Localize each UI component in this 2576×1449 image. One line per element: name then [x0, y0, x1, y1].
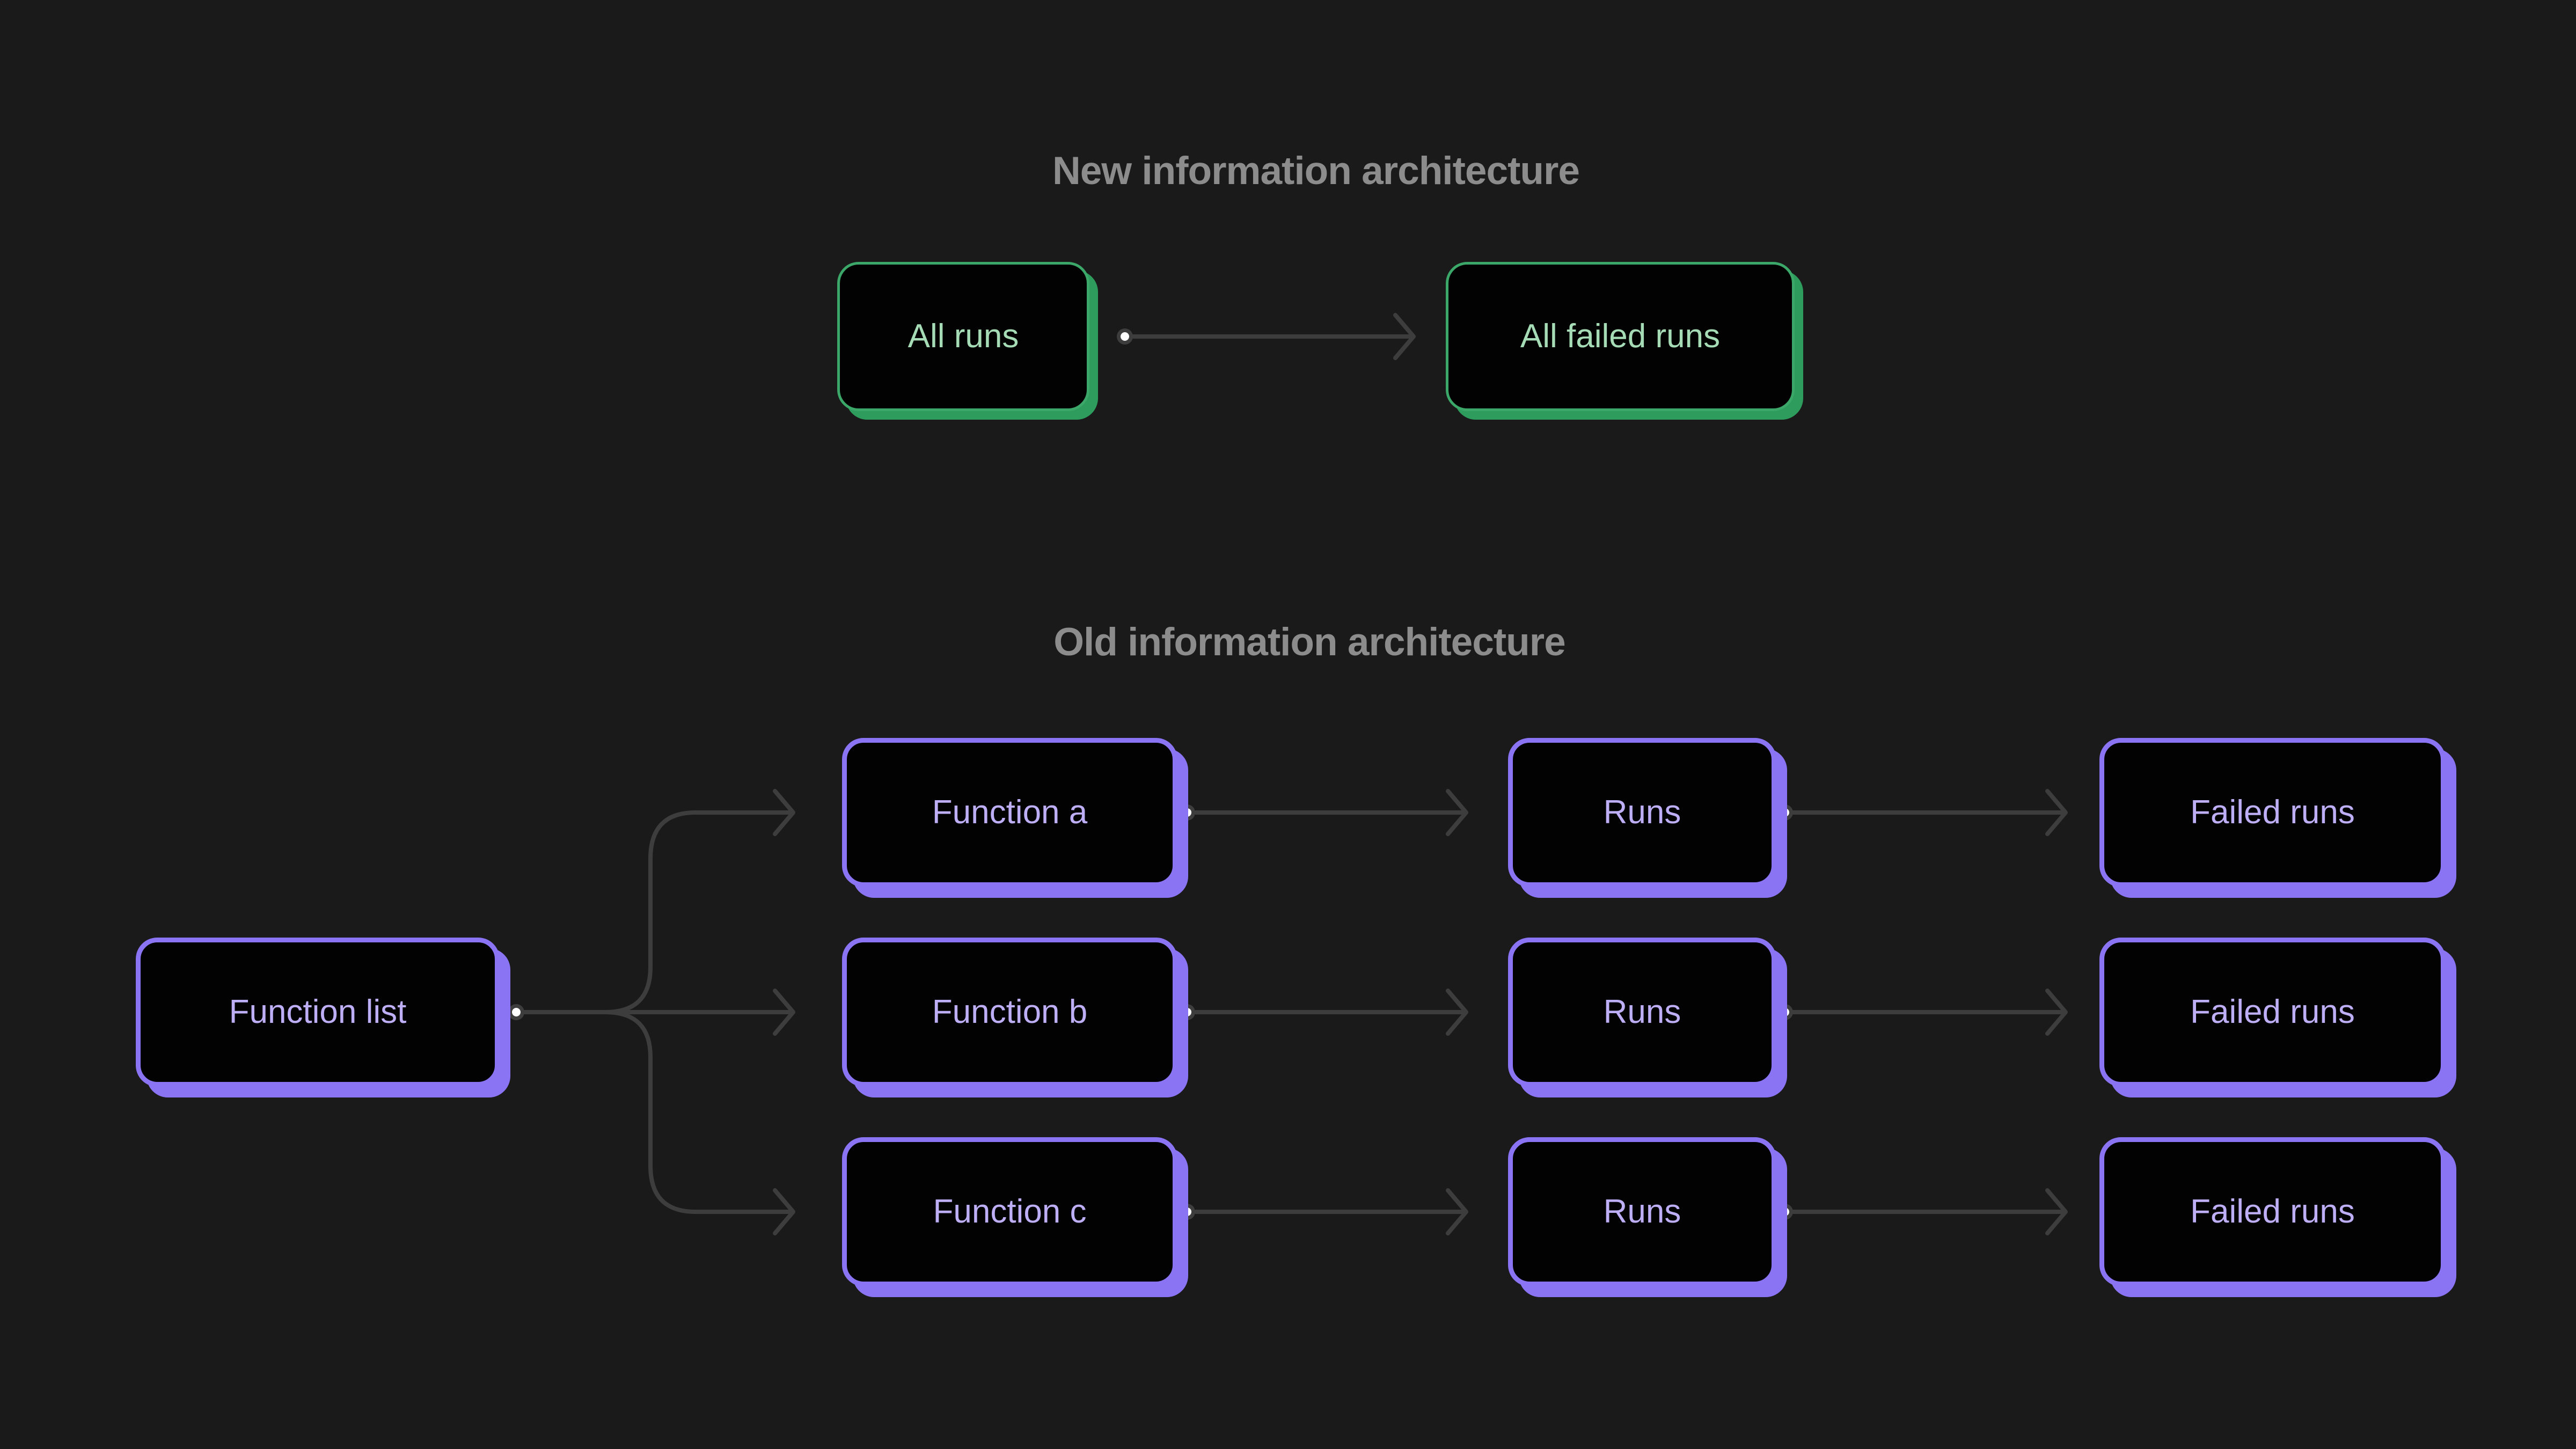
node-label: All failed runs	[1520, 318, 1721, 355]
arrow-runs-a-to-failed-runs	[1777, 789, 2068, 836]
arrow-all-runs-to-all-failed-runs	[1117, 313, 1416, 360]
node-runs-a: Runs	[1508, 738, 1776, 887]
node-function-c: Function c	[842, 1137, 1177, 1286]
arrow-function-a-to-runs	[1179, 789, 1468, 836]
node-label: Function c	[933, 1193, 1087, 1230]
arrowhead-chevron-icon	[773, 1188, 795, 1235]
arrowhead-chevron-icon	[773, 789, 795, 836]
node-failed-runs-a: Failed runs	[2099, 738, 2446, 887]
node-failed-runs-c: Failed runs	[2099, 1137, 2446, 1286]
node-function-a: Function a	[842, 738, 1177, 887]
connector-curve-to-function-c	[603, 1010, 793, 1214]
node-all-failed-runs: All failed runs	[1446, 262, 1795, 411]
node-label: Function a	[932, 794, 1088, 831]
arrowhead-chevron-icon	[1446, 789, 1468, 836]
connector-dot-core	[1781, 1208, 1789, 1216]
section-title-new-architecture: New information architecture	[1052, 149, 1580, 193]
arrowhead-chevron-icon	[1393, 313, 1416, 360]
node-label: Runs	[1603, 794, 1681, 831]
section-title-old-architecture: Old information architecture	[1053, 620, 1566, 664]
connector-dot-core	[1781, 1008, 1789, 1016]
arrowhead-chevron-icon	[2045, 989, 2068, 1036]
node-label: All runs	[908, 318, 1019, 355]
node-label: Failed runs	[2190, 794, 2355, 831]
connector-dot-core	[1183, 808, 1191, 817]
node-runs-c: Runs	[1508, 1137, 1776, 1286]
connector-dot-core	[512, 1008, 521, 1016]
arrowhead-chevron-icon	[2045, 789, 2068, 836]
node-label: Failed runs	[2190, 993, 2355, 1030]
node-label: Failed runs	[2190, 1193, 2355, 1230]
node-failed-runs-b: Failed runs	[2099, 938, 2446, 1087]
connector-curve-to-function-a	[603, 810, 793, 1014]
arrowhead-chevron-icon	[1446, 989, 1468, 1036]
node-function-list: Function list	[136, 938, 500, 1087]
node-runs-b: Runs	[1508, 938, 1776, 1087]
connector-dot-core	[1183, 1208, 1191, 1216]
connector-dot-core	[1183, 1008, 1191, 1016]
arrow-function-c-to-runs	[1179, 1188, 1468, 1235]
node-label: Runs	[1603, 993, 1681, 1030]
node-function-b: Function b	[842, 938, 1177, 1087]
connector-dot-core	[1121, 332, 1129, 341]
arrowhead-chevron-icon	[1446, 1188, 1468, 1235]
arrowhead-chevron-icon	[2045, 1188, 2068, 1235]
node-label: Runs	[1603, 1193, 1681, 1230]
node-label: Function list	[229, 993, 407, 1030]
node-label: Function b	[932, 993, 1088, 1030]
connector-dot-core	[1781, 808, 1789, 817]
node-all-runs: All runs	[837, 262, 1089, 411]
arrow-runs-c-to-failed-runs	[1777, 1188, 2068, 1235]
arrow-function-b-to-runs	[1179, 989, 1468, 1036]
arrow-function-list-fanout	[508, 789, 795, 1235]
arrowhead-chevron-icon	[773, 989, 795, 1036]
arrow-runs-b-to-failed-runs	[1777, 989, 2068, 1036]
